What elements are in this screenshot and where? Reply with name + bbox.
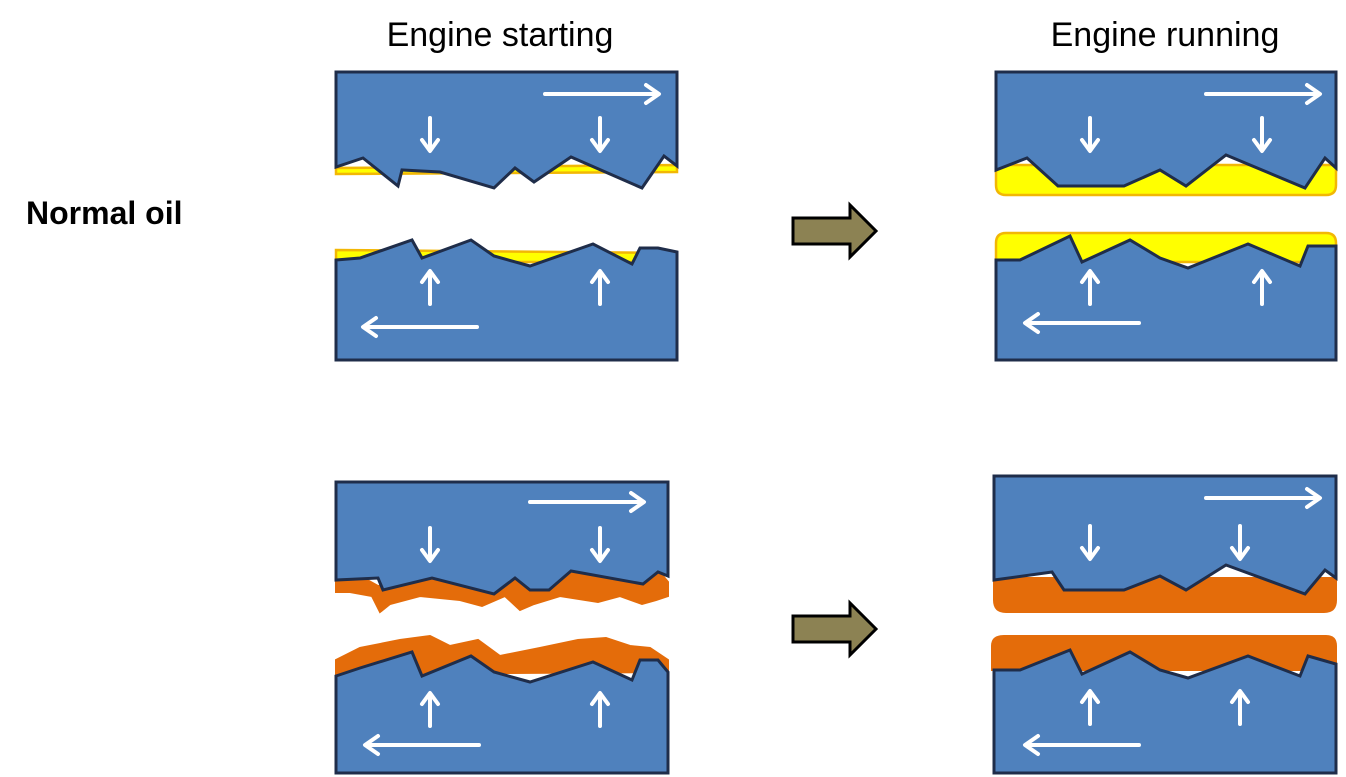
down-pressure-arrow [1080, 116, 1100, 153]
down-pressure-arrow [420, 116, 440, 153]
upper-metal-surface [334, 70, 679, 190]
up-pressure-arrow [590, 691, 610, 728]
lower-metal-surface [334, 238, 679, 362]
lower-metal-surface [994, 233, 1338, 362]
sliding-right-arrow [1204, 83, 1322, 105]
engine-starting-header: Engine starting [386, 16, 614, 54]
process-arrow [791, 599, 879, 659]
normal-oil-starting-panel [334, 70, 679, 362]
second-oil-running-panel [991, 474, 1338, 775]
down-pressure-arrow [1230, 524, 1250, 561]
sliding-left-arrow [363, 734, 481, 756]
normal-oil-row-label: Normal oil [26, 195, 183, 231]
sliding-right-arrow [1204, 487, 1322, 509]
down-pressure-arrow [1252, 116, 1272, 153]
sliding-right-arrow [543, 83, 661, 105]
up-pressure-arrow [420, 269, 440, 306]
up-pressure-arrow [1080, 689, 1100, 726]
engine-running-header: Engine running [1050, 16, 1280, 54]
lower-metal-surface [334, 650, 670, 775]
lower-metal-surface [992, 648, 1338, 775]
down-pressure-arrow [590, 116, 610, 153]
process-arrow [791, 201, 879, 261]
up-pressure-arrow [420, 691, 440, 728]
up-pressure-arrow [1230, 689, 1250, 726]
upper-metal-surface [334, 480, 670, 596]
up-pressure-arrow [590, 269, 610, 306]
up-pressure-arrow [1080, 269, 1100, 306]
down-pressure-arrow [1080, 524, 1100, 561]
down-pressure-arrow [590, 526, 610, 563]
sliding-left-arrow [1023, 312, 1141, 334]
down-pressure-arrow [420, 526, 440, 563]
second-oil-starting-panel [334, 480, 670, 775]
sliding-left-arrow [361, 316, 479, 338]
upper-metal-surface [992, 474, 1338, 596]
sliding-left-arrow [1023, 734, 1141, 756]
upper-metal-surface [994, 70, 1338, 190]
up-pressure-arrow [1252, 269, 1272, 306]
sliding-right-arrow [528, 491, 646, 513]
normal-oil-running-panel [994, 70, 1338, 362]
